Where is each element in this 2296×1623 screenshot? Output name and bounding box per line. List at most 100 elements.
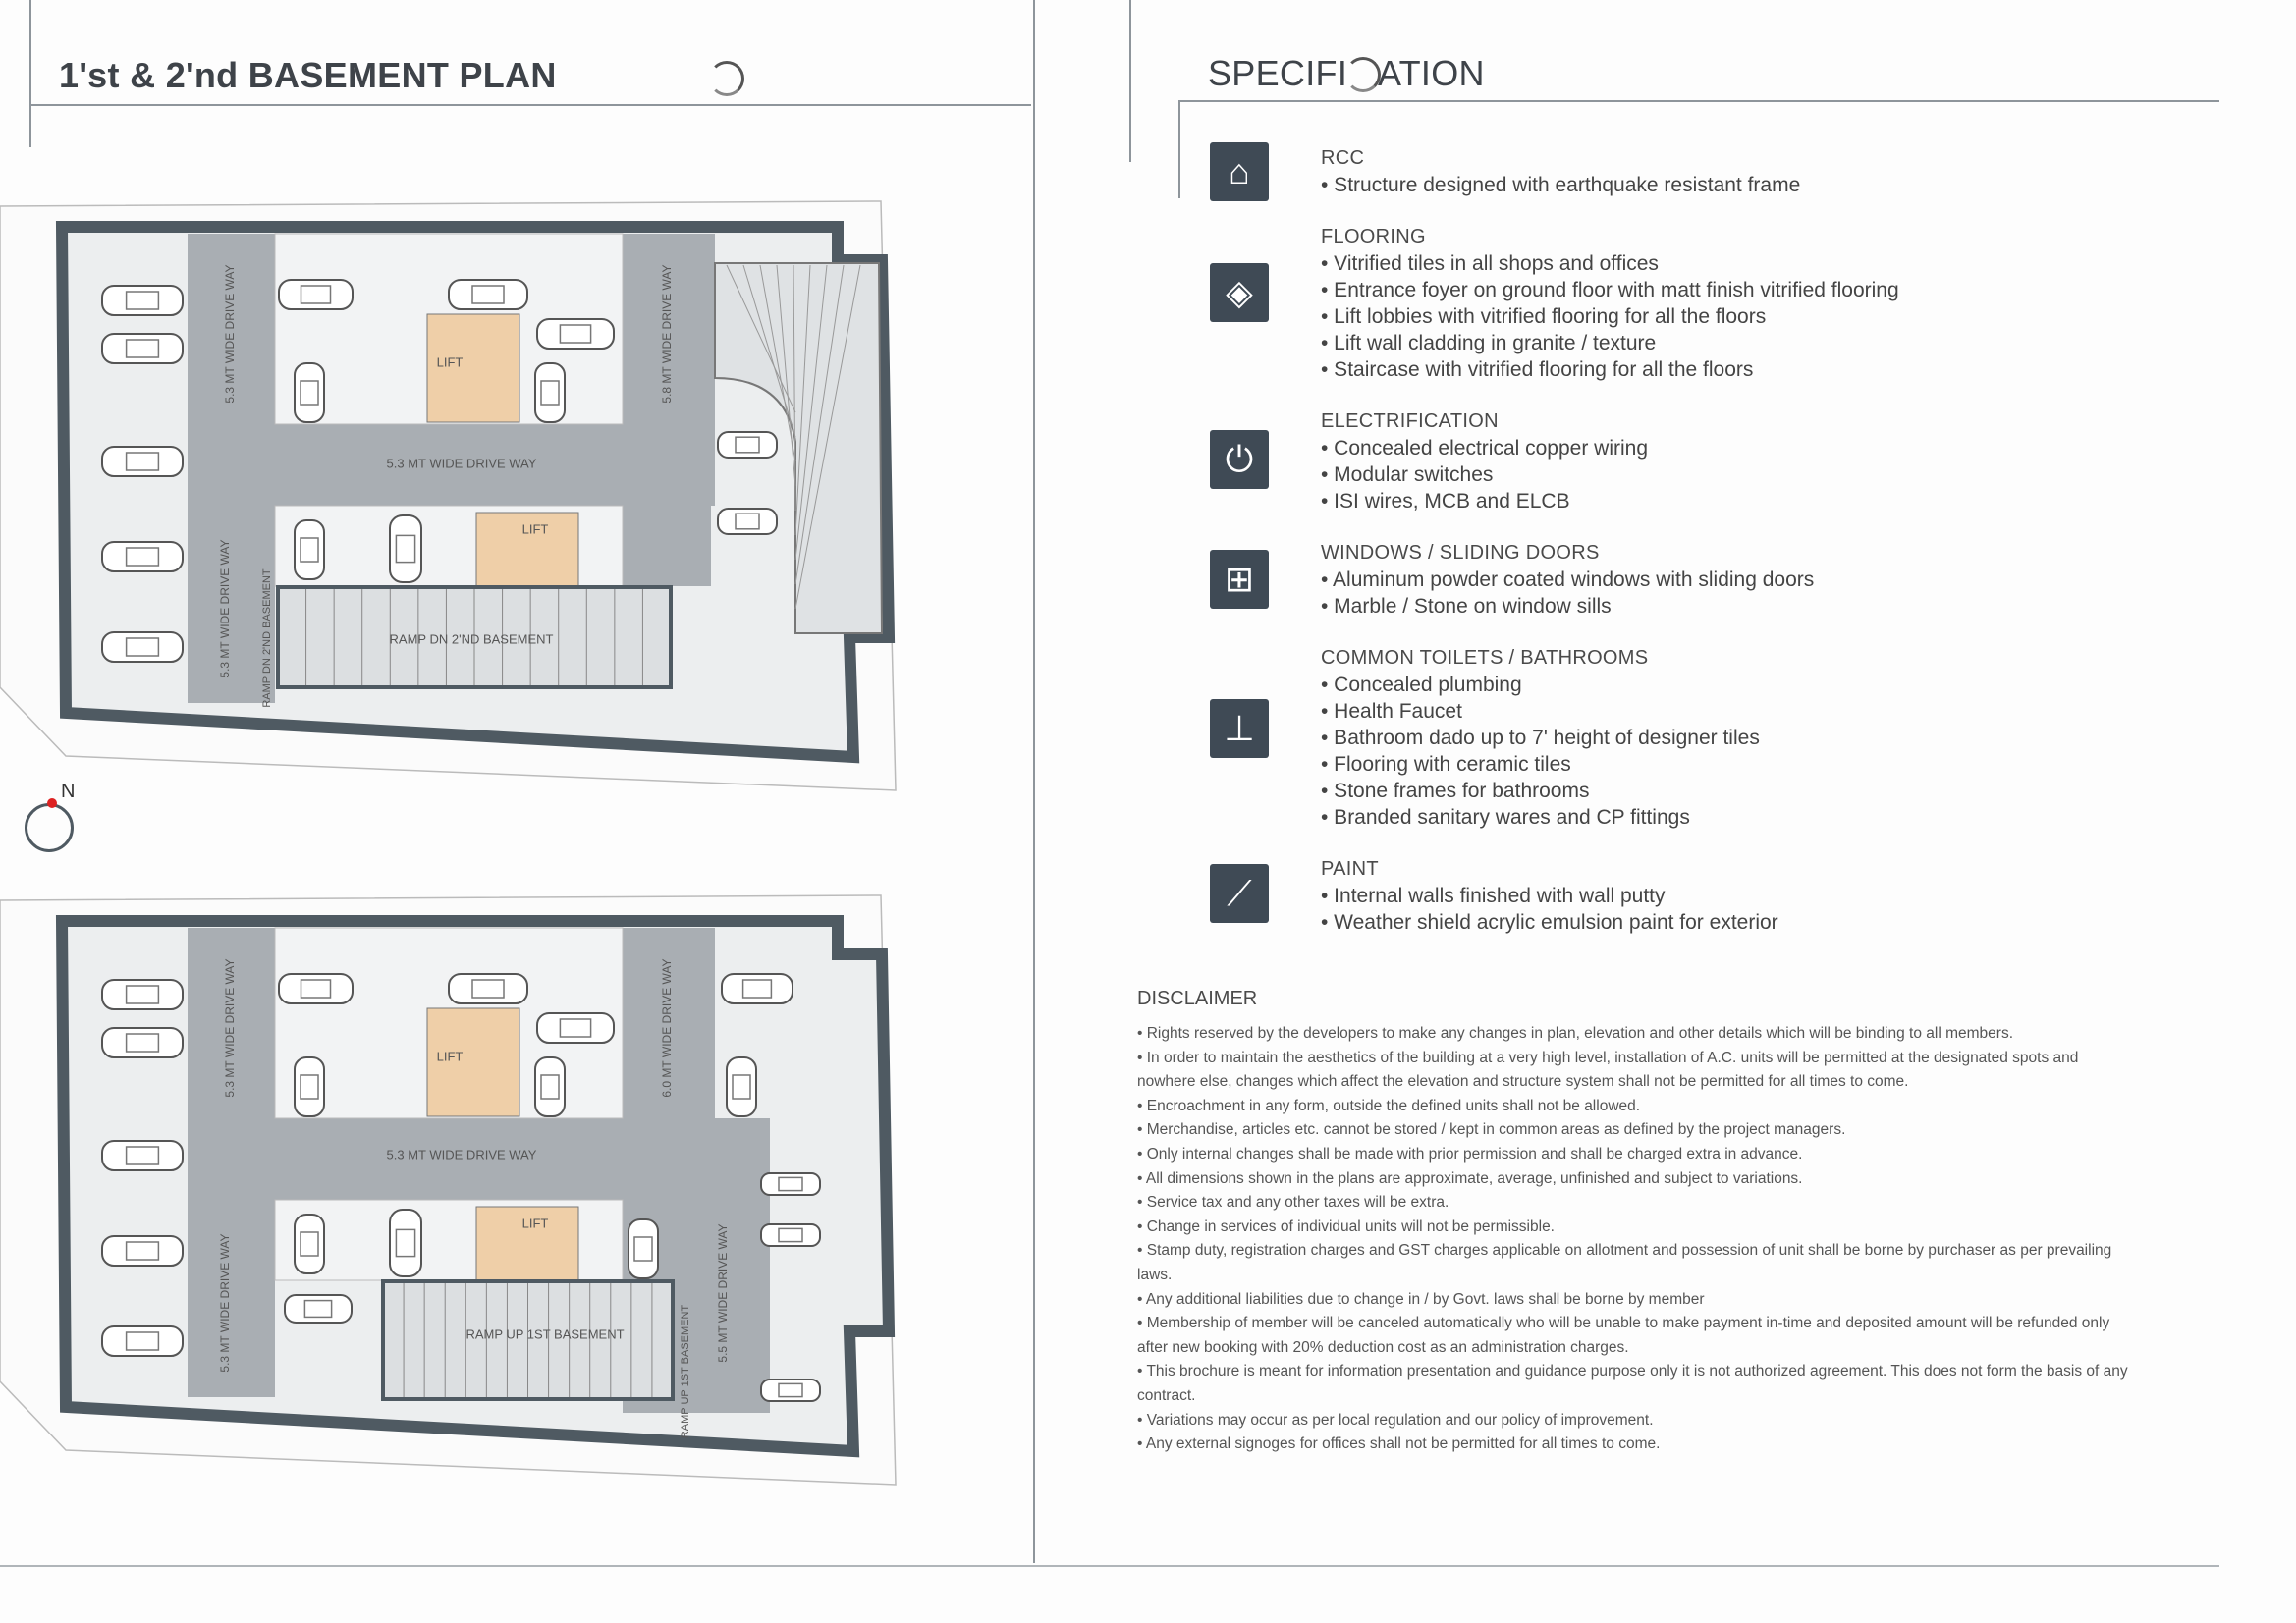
spec-section: COMMON TOILETS / BATHROOMS• Concealed pl… — [1321, 645, 2205, 831]
spec-item: • Modular switches — [1321, 463, 1494, 486]
car-window — [300, 285, 332, 304]
car-icon — [101, 333, 184, 364]
car-window — [125, 1146, 160, 1165]
spiral-ramp-line — [794, 264, 811, 536]
car-window — [300, 1231, 319, 1257]
car-icon — [717, 508, 778, 535]
spec-heading: RCC — [1321, 147, 1365, 169]
driveway-right — [623, 234, 715, 445]
disclaimer-item: • Any additional liabilities due to chan… — [1137, 1290, 1705, 1308]
car-icon — [534, 362, 566, 423]
driveway-right-lower — [623, 424, 711, 586]
car-window — [778, 1227, 803, 1243]
spec-item: • Concealed electrical copper wiring — [1321, 437, 1649, 460]
car-icon — [760, 1223, 821, 1247]
car-window — [633, 1236, 653, 1262]
driveway-label: 5.8 MT WIDE DRIVE WAY — [660, 264, 674, 403]
lift-label: LIFT — [437, 354, 464, 369]
car-icon — [389, 514, 422, 583]
spec-item: • ISI wires, MCB and ELCB — [1321, 490, 1570, 513]
spec-item: • Entrance foyer on ground floor with ma… — [1321, 279, 1899, 301]
car-window — [125, 637, 160, 657]
driveway-label: 5.3 MT WIDE DRIVE WAY — [223, 264, 237, 403]
car-icon — [101, 1140, 184, 1171]
car-icon — [534, 1056, 566, 1117]
spec-heading: PAINT — [1321, 858, 1379, 880]
spiral-ramp-line — [794, 264, 845, 585]
spec-section: FLOORING• Vitrified tiles in all shops a… — [1321, 224, 2205, 383]
car-window — [125, 985, 160, 1004]
spiral-ramp-line — [776, 264, 796, 487]
car-window — [125, 1033, 160, 1053]
basement-plan-1: 5.3 MT WIDE DRIVE WAY 5.3 MT WIDE DRIVE W… — [0, 200, 897, 791]
spec-item: • Lift wall cladding in granite / textur… — [1321, 332, 1657, 354]
disclaimer-item: • Stamp duty, registration charges and G… — [1137, 1242, 2112, 1283]
right-margin-line — [1129, 0, 1131, 162]
car-icon — [294, 1056, 325, 1117]
car-icon — [101, 1325, 184, 1357]
driveway-label: 5.3 MT WIDE DRIVE WAY — [387, 456, 537, 470]
car-icon — [726, 1056, 757, 1117]
car-window — [559, 324, 592, 344]
car-window — [735, 436, 760, 454]
disclaimer-item: • All dimensions shown in the plans are … — [1137, 1169, 1803, 1187]
spec-section: RCC • Structure designed with earthquake … — [1321, 145, 2205, 198]
car-window — [559, 1018, 592, 1038]
disclaimer-item: • In order to maintain the aesthetics of… — [1137, 1049, 2079, 1091]
spec-item: • Health Faucet — [1321, 700, 1462, 723]
car-icon — [760, 1172, 821, 1196]
car-window — [778, 1176, 803, 1192]
ring-artifact — [709, 61, 744, 96]
ring-artifact — [1345, 57, 1381, 92]
car-window — [300, 380, 319, 406]
car-window — [300, 1074, 319, 1100]
spec-item: • Flooring with ceramic tiles — [1321, 753, 1571, 776]
ramp — [276, 585, 673, 689]
car-window — [471, 979, 505, 999]
disclaimer-item: • Variations may occur as per local regu… — [1137, 1411, 1654, 1429]
car-window — [471, 285, 505, 304]
disclaimer-item: • Change in services of individual units… — [1137, 1217, 1555, 1235]
car-window — [125, 547, 160, 567]
lift-label: LIFT — [522, 1216, 549, 1230]
disclaimer-item: • Only internal changes shall be made wi… — [1137, 1145, 1803, 1163]
disclaimer-item: • Membership of member will be canceled … — [1137, 1315, 2110, 1356]
car-icon — [717, 431, 778, 459]
spec-item: • Structure designed with earthquake res… — [1321, 174, 1801, 196]
car-icon — [628, 1218, 659, 1279]
car-icon — [294, 519, 325, 580]
left-title-underline — [29, 104, 1031, 106]
car-icon — [536, 1012, 615, 1044]
page-title-basement-plan: 1'st & 2'nd BASEMENT PLAN — [59, 55, 557, 95]
left-margin-line — [29, 0, 31, 147]
spec-heading: WINDOWS / SLIDING DOORS — [1321, 542, 1600, 564]
spiral-ramp-line — [794, 264, 828, 561]
tiles-icon: ◈ — [1210, 263, 1269, 322]
lift-core-upper — [426, 313, 520, 423]
driveway-label: 6.0 MT WIDE DRIVE WAY — [660, 958, 674, 1097]
car-icon — [101, 285, 184, 316]
disclaimer-item: • This brochure is meant for information… — [1137, 1363, 2128, 1404]
ramp-label: RAMP DN 2'ND BASEMENT — [390, 631, 554, 646]
car-icon — [101, 1235, 184, 1267]
car-icon — [101, 1027, 184, 1058]
disclaimer-item: • Merchandise, articles etc. cannot be s… — [1137, 1121, 1846, 1139]
bottom-line — [0, 1565, 2219, 1567]
lift-core-upper — [426, 1007, 520, 1117]
basement-plans: 5.3 MT WIDE DRIVE WAY 5.3 MT WIDE DRIVE W… — [0, 200, 897, 1486]
car-icon — [278, 973, 354, 1004]
disclaimer: DISCLAIMER • Rights reserved by the deve… — [1137, 988, 2129, 1457]
car-window — [540, 380, 560, 406]
spec-heading: COMMON TOILETS / BATHROOMS — [1321, 647, 1649, 669]
ramp-label: RAMP DN 2'ND BASEMENT — [261, 568, 273, 708]
page-divider — [1033, 0, 1035, 1563]
spec-item: • Aluminum powder coated windows with sl… — [1321, 568, 1815, 591]
spiral-ramp-line — [759, 264, 796, 462]
driveway-label: 5.3 MT WIDE DRIVE WAY — [218, 1233, 232, 1372]
car-icon — [284, 1294, 353, 1324]
spec-item: • Marble / Stone on window sills — [1321, 595, 1612, 618]
spec-item: • Weather shield acrylic emulsion paint … — [1321, 911, 1778, 934]
car-icon — [448, 279, 528, 310]
car-icon — [101, 979, 184, 1010]
car-window — [125, 291, 160, 310]
